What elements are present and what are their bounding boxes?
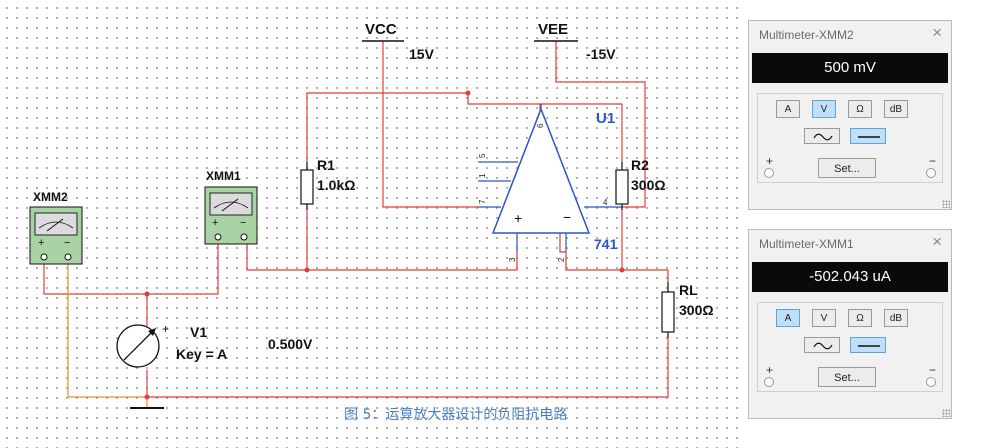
xmm2-label: XMM2: [33, 190, 68, 204]
v1-key: Key = A: [176, 346, 227, 362]
opamp-u1[interactable]: 6 5 1 7 4 3 2 + − U1 741: [478, 104, 622, 262]
meter-reading: -502.043 uA: [752, 262, 948, 292]
resistor-r2[interactable]: R2 300Ω: [615, 157, 666, 210]
resize-grip-icon[interactable]: [942, 409, 950, 417]
mode-voltmeter-button[interactable]: V: [812, 100, 836, 118]
pin-4: 4: [603, 198, 608, 207]
svg-text:+: +: [162, 322, 169, 336]
window-titlebar[interactable]: Multimeter-XMM2 ×: [749, 21, 951, 47]
mode-ohmmeter-button[interactable]: Ω: [848, 100, 872, 118]
xmm1-meter-symbol[interactable]: XMM1 + −: [204, 169, 258, 245]
schematic-canvas: VCC 15V VEE -15V 6 5 1 7 4 3 2 + − U1 74…: [0, 0, 740, 448]
window-titlebar[interactable]: Multimeter-XMM1 ×: [749, 230, 951, 256]
resize-grip-icon[interactable]: [942, 200, 950, 208]
set-button[interactable]: Set...: [818, 158, 876, 178]
r1-value: 1.0kΩ: [317, 177, 355, 193]
voltage-source-v1[interactable]: + V1 Key = A 0.500V: [116, 322, 313, 368]
svg-text:−: −: [240, 217, 246, 229]
pin-2: 2: [557, 257, 566, 262]
svg-text:+: +: [38, 237, 44, 249]
svg-text:+: +: [212, 217, 218, 229]
minus-terminal-label: −: [928, 363, 936, 377]
xmm1-label: XMM1: [206, 169, 241, 183]
wire-top: [306, 92, 541, 162]
plus-terminal-label: +: [766, 363, 774, 377]
rl-value: 300Ω: [679, 302, 714, 318]
plus-terminal[interactable]: [764, 168, 774, 178]
mode-db-button[interactable]: dB: [884, 100, 908, 118]
mode-ohmmeter-button[interactable]: Ω: [848, 309, 872, 327]
vee-label: VEE: [538, 21, 568, 38]
mode-ammeter-button[interactable]: A: [776, 309, 800, 327]
resistor-rl[interactable]: RL 300Ω: [661, 282, 714, 338]
ac-mode-button[interactable]: [804, 128, 840, 144]
junction-dots: [144, 90, 625, 400]
pin-7: 7: [478, 199, 487, 204]
close-icon[interactable]: ×: [932, 232, 942, 251]
pin-5: 5: [478, 153, 487, 158]
plus-terminal-label: +: [766, 154, 774, 168]
wire-noninv: [246, 244, 518, 271]
wire-xmm-link: [43, 244, 219, 295]
window-title: Multimeter-XMM1: [759, 237, 854, 251]
dc-mode-button[interactable]: [850, 337, 886, 353]
v1-name: V1: [190, 324, 207, 340]
inverting-sign: −: [563, 209, 571, 225]
ac-mode-button[interactable]: [804, 337, 840, 353]
noninverting-sign: +: [514, 210, 522, 226]
window-title: Multimeter-XMM2: [759, 28, 854, 42]
wire-r2-bottom: [621, 210, 669, 282]
wire-network: [43, 41, 669, 398]
vee-value: -15V: [586, 46, 616, 62]
wire-ground: [67, 264, 148, 408]
wire-vee: [555, 41, 646, 208]
rl-name: RL: [679, 282, 698, 298]
r2-name: R2: [631, 157, 649, 173]
r2-value: 300Ω: [631, 177, 666, 193]
dc-line-icon: [858, 345, 880, 347]
u1-label: U1: [596, 110, 615, 127]
pin-6: 6: [536, 123, 545, 128]
resistor-r1[interactable]: R1 1.0kΩ: [300, 157, 355, 210]
minus-terminal[interactable]: [926, 168, 936, 178]
svg-text:−: −: [64, 237, 70, 249]
vcc-label: VCC: [365, 21, 397, 38]
v1-value: 0.500V: [268, 336, 313, 352]
plus-terminal[interactable]: [764, 377, 774, 387]
figure-caption: 图 5：运算放大器设计的负阻抗电路: [344, 407, 568, 423]
r1-name: R1: [317, 157, 335, 173]
pin-3: 3: [508, 257, 517, 262]
minus-terminal-label: −: [928, 154, 936, 168]
vcc-value: 15V: [409, 46, 435, 62]
mode-ammeter-button[interactable]: A: [776, 100, 800, 118]
meter-reading: 500 mV: [752, 53, 948, 83]
circuit-schematic: VCC 15V VEE -15V 6 5 1 7 4 3 2 + − U1 74…: [29, 21, 714, 409]
wire-rl-bottom: [147, 338, 669, 398]
sine-wave-icon: [813, 133, 833, 141]
close-icon[interactable]: ×: [932, 23, 942, 42]
pin-1: 1: [478, 173, 487, 178]
sine-wave-icon: [813, 342, 833, 350]
opamp-model-label: 741: [594, 236, 618, 252]
mode-db-button[interactable]: dB: [884, 309, 908, 327]
set-button[interactable]: Set...: [818, 367, 876, 387]
dc-mode-button[interactable]: [850, 128, 886, 144]
wire-vcc: [382, 41, 478, 208]
xmm2-meter-symbol[interactable]: XMM2 + −: [29, 190, 83, 265]
dc-line-icon: [858, 136, 880, 138]
mode-voltmeter-button[interactable]: V: [812, 309, 836, 327]
minus-terminal[interactable]: [926, 377, 936, 387]
wire-inv: [565, 252, 622, 271]
